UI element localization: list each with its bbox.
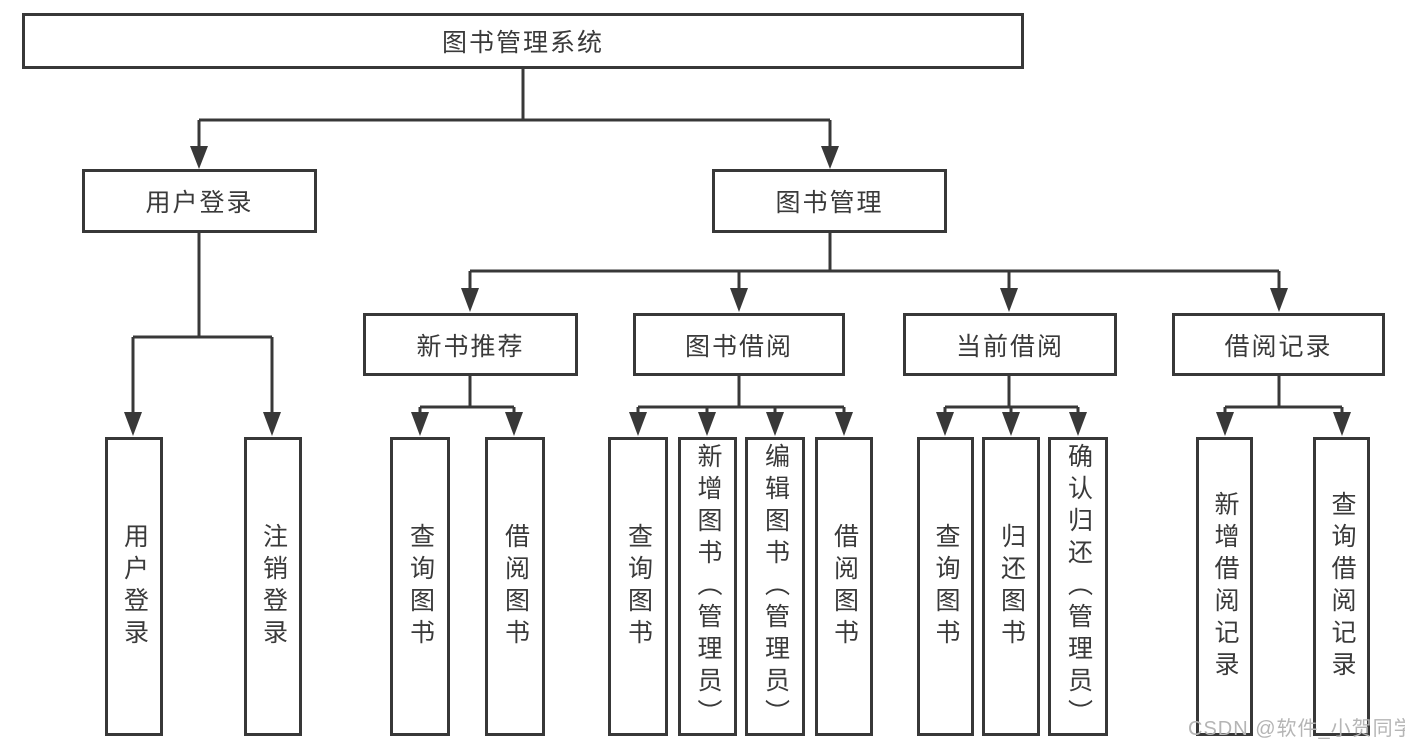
node-new-book-recommend: 新书推荐 [363,313,578,376]
node-label: 图书管理 [775,189,884,217]
node-label: 图书管理系统 [441,29,604,57]
node-label: 图书借阅 [684,332,793,361]
node-book-management: 图书管理 [712,169,947,233]
leaf-query-borrow-record: 查询借阅记录 [1313,437,1370,736]
node-label: 借阅记录 [1224,332,1333,361]
leaf-label: 查询图书 [624,522,653,651]
leaf-borrow-books-borrowing: 借阅图书 [815,437,873,736]
leaf-label: 新增借阅记录 [1211,490,1239,683]
leaf-confirm-return-admin: 确认归还（管理员） [1048,437,1108,736]
arrowheads [124,146,1351,436]
node-root-library-system: 图书管理系统 [22,13,1024,69]
leaf-label: 查询借阅记录 [1328,490,1356,683]
csdn-watermark: CSDN @软件_小贺同学 [1188,718,1405,740]
node-book-borrowing: 图书借阅 [633,313,845,376]
leaf-query-books-newbooks: 查询图书 [390,437,450,736]
node-label: 当前借阅 [955,332,1064,361]
leaf-label: 借阅图书 [501,522,530,651]
leaf-user-login: 用户登录 [105,437,163,736]
leaf-borrow-books-newbooks: 借阅图书 [485,437,545,736]
leaf-return-books: 归还图书 [982,437,1040,736]
leaf-logout: 注销登录 [244,437,302,736]
leaf-label: 查询图书 [932,522,960,651]
leaf-label: 新增图书（管理员） [694,442,722,731]
leaf-edit-books-admin: 编辑图书（管理员） [745,437,805,736]
leaf-add-books-admin: 新增图书（管理员） [678,437,737,736]
leaf-label: 编辑图书（管理员） [761,442,790,731]
node-label: 用户登录 [145,189,254,217]
node-current-borrowing: 当前借阅 [903,313,1117,376]
leaf-add-borrow-record: 新增借阅记录 [1196,437,1253,736]
node-borrow-records: 借阅记录 [1172,313,1385,376]
leaf-label: 确认归还（管理员） [1064,442,1093,731]
node-user-login: 用户登录 [82,169,317,233]
leaf-label: 归还图书 [997,522,1026,651]
tree-edges [131,69,1344,414]
leaf-query-books-current: 查询图书 [917,437,974,736]
node-label: 新书推荐 [416,332,525,361]
leaf-label: 注销登录 [259,522,288,651]
leaf-label: 查询图书 [406,522,435,651]
leaf-label: 用户登录 [120,522,149,651]
leaf-query-books-borrowing: 查询图书 [608,437,668,736]
leaf-label: 借阅图书 [830,522,859,651]
